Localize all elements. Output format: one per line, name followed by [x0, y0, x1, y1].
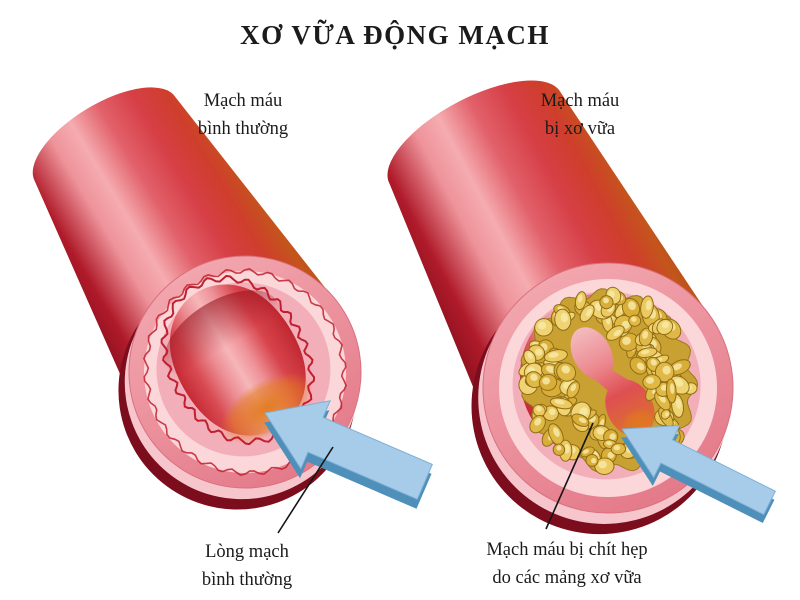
figure-title: XƠ VỮA ĐỘNG MẠCH: [240, 20, 550, 50]
label-narrowed-vessel: Mạch máu bị chít hẹp do các mảng xơ vữa: [486, 536, 647, 592]
lumen-depth-shadow: [164, 290, 280, 379]
arrow-face: [264, 400, 433, 500]
intima-wavy-line-inner: [160, 274, 316, 446]
lumen-orange-glow: [219, 372, 314, 444]
pointer-line-normal-lumen: [277, 446, 334, 534]
label-line: bình thường: [201, 570, 293, 590]
intima-wavy-line-outer: [143, 268, 347, 476]
blood-flow-arrow-normal: [264, 400, 433, 509]
pointer-line-narrowed: [545, 422, 594, 530]
label-normal-vessel: Mạch máu bình thường: [198, 87, 288, 143]
label-line: bị xơ vữa: [544, 119, 616, 139]
label-atherosclerotic-vessel: Mạch máu bị xơ vữa: [541, 87, 620, 143]
blood-flow-arrow-narrowed: [621, 424, 777, 524]
label-line: Mạch máu: [203, 91, 283, 111]
label-line: Mạch máu bị chít hẹp: [486, 540, 648, 560]
label-line: Mạch máu: [540, 91, 620, 111]
plaque-cholesterol-blobs: [518, 286, 698, 475]
label-line: do các mảng xơ vữa: [492, 568, 642, 588]
label-line: bình thường: [197, 119, 289, 139]
label-normal-lumen: Lòng mạch bình thường: [202, 538, 292, 594]
label-line: Lòng mạch: [205, 542, 289, 562]
arrow-face: [621, 424, 777, 516]
